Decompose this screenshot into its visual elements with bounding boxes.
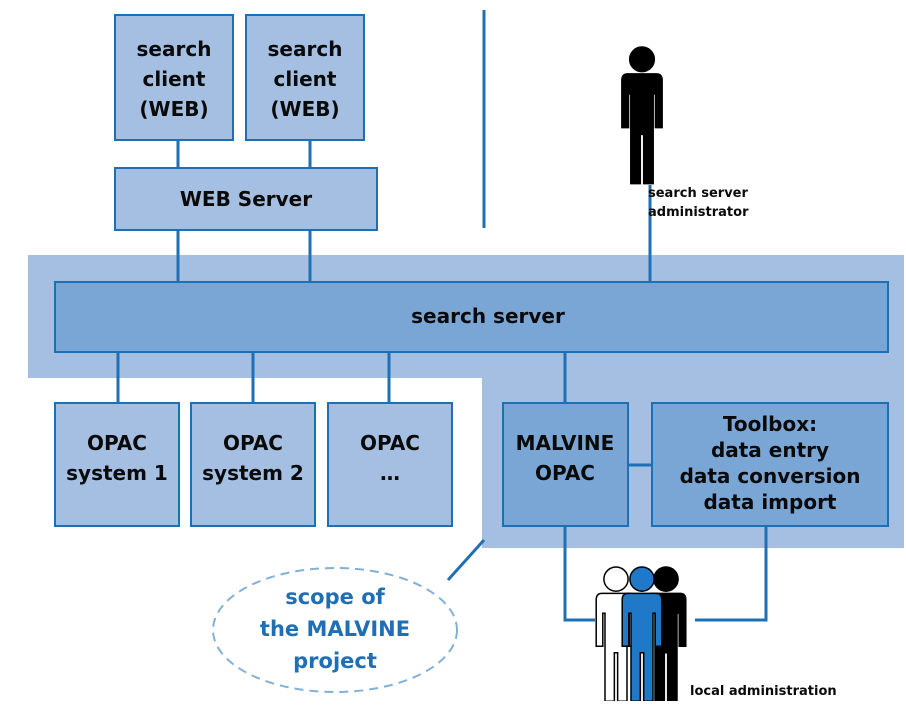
malvine-opac-box (502, 402, 629, 527)
opac-more-line2: … (380, 461, 400, 485)
opac-system-2-box (190, 402, 316, 527)
search-admin-line1: search server (648, 186, 748, 201)
opac-system-1-line2: system 1 (66, 461, 168, 485)
people-group-icon (595, 566, 687, 702)
search-client-right-line1: search (268, 37, 343, 61)
person-icon (621, 46, 663, 185)
opac-system-1-box (54, 402, 180, 527)
web-server-label: WEB Server (180, 187, 312, 211)
opac-more-line1: OPAC (360, 431, 420, 455)
opac-system-1-line1: OPAC (87, 431, 147, 455)
search-client-right-line2: client (274, 67, 337, 91)
local-admin-label: local administration (690, 684, 837, 699)
malvine-opac-line2: OPAC (535, 461, 595, 485)
search-client-left-line2: client (143, 67, 206, 91)
scope-label-line2: the MALVINE (260, 617, 410, 641)
connections (116, 140, 768, 622)
search-admin-line2: administrator (648, 205, 749, 220)
toolbox-line4: data import (703, 490, 836, 514)
search-server-label: search server (411, 304, 565, 328)
person-figure (595, 566, 637, 702)
web-server-box (114, 167, 378, 231)
toolbox-line3: data conversion (680, 464, 861, 488)
person-figure (621, 566, 663, 702)
search-client-box-left (114, 14, 234, 141)
person-figure (621, 46, 663, 185)
malvine-opac-line1: MALVINE (516, 431, 615, 455)
scope-label-line1: scope of (285, 585, 385, 609)
search-client-left-line1: search (137, 37, 212, 61)
scope-ellipse (212, 567, 458, 693)
toolbox-line2: data entry (711, 438, 829, 462)
opac-system-2-line1: OPAC (223, 431, 283, 455)
search-client-left-line3: (WEB) (139, 97, 208, 121)
opac-system-2-line2: system 2 (202, 461, 304, 485)
toolbox-box (651, 402, 889, 527)
toolbox-line1: Toolbox: (723, 412, 817, 436)
search-client-right-line3: (WEB) (270, 97, 339, 121)
scope-label-line3: project (293, 649, 377, 673)
opac-more-box (327, 402, 453, 527)
search-server-box (54, 281, 889, 353)
search-client-box-right (245, 14, 365, 141)
